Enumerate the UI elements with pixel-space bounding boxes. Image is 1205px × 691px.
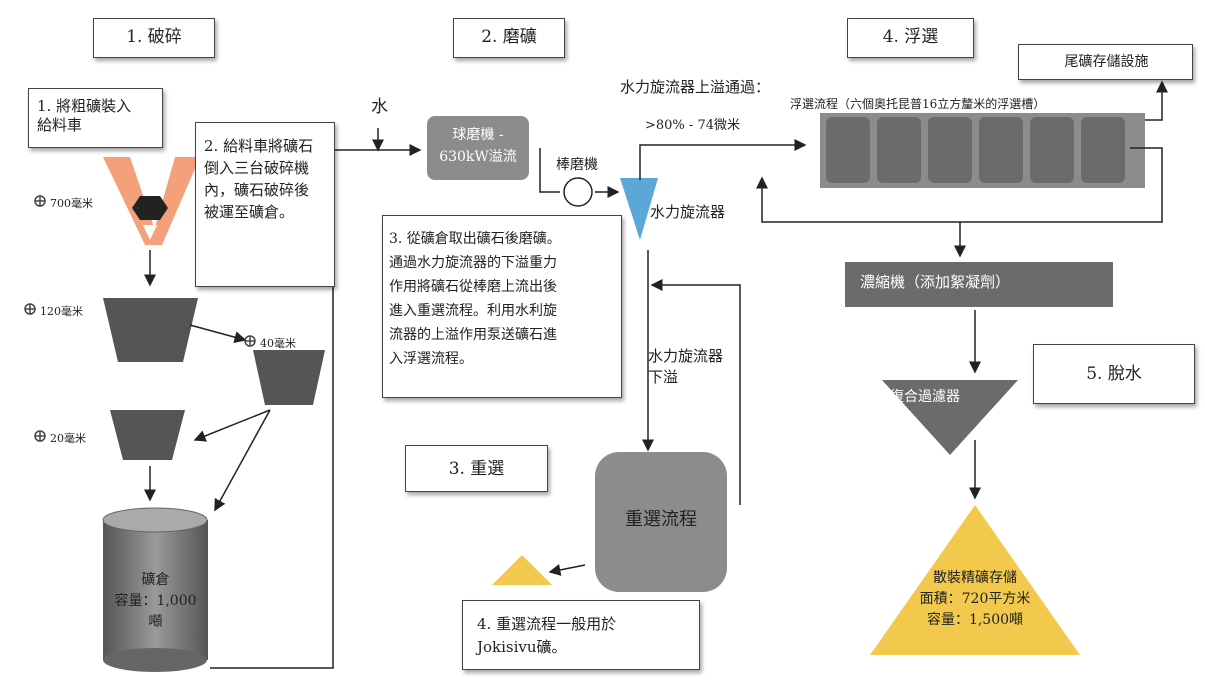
cone-crusher-2 [253, 350, 325, 405]
jaw-crusher [103, 157, 200, 245]
thickener-label: 濃縮機（添加絮凝劑） [860, 273, 1011, 291]
line-mill-rodmill [539, 148, 560, 193]
arrow-crusher3-silo [214, 409, 271, 512]
line-gravity-return [650, 279, 741, 505]
stage-flotation-box: 4. 浮選 [847, 18, 974, 58]
line-flotation-recycle [756, 147, 1163, 223]
stage-grinding-label: 2. 磨礦 [481, 27, 537, 47]
grinding-text: 3. 從礦倉取出礦石後磨礦。 通過水力旋流器的下溢重力 作用將礦石從棒磨上流出後… [389, 231, 561, 367]
overflow-pct-label: >80% - 74微米 [645, 118, 740, 133]
cone-crusher-1 [103, 298, 198, 362]
bulk-storage-pile [870, 505, 1080, 655]
feed-crusher-text: 2. 給料車將礦石 倒入三台破碎機 內，礦石破碎後 被運至礦倉。 [204, 137, 314, 221]
grinding-note: 3. 從礦倉取出礦石後磨礦。 通過水力旋流器的下溢重力 作用將礦石從棒磨上流出後… [382, 215, 622, 398]
stage-crushing-label: 1. 破碎 [126, 27, 182, 47]
filter-label: 復合過濾器 [890, 389, 960, 405]
line-overflow [639, 139, 807, 180]
filter-triangle [882, 380, 1018, 455]
tailings-label: 尾礦存儲設施 [1064, 54, 1149, 70]
stage-dewatering-label: 5. 脫水 [1086, 364, 1142, 384]
silo-cylinder [102, 507, 208, 672]
underflow-label: 水力旋流器 下溢 [648, 347, 724, 386]
overflow-pass-label: 水力旋流器上溢通過： [620, 78, 771, 96]
stage-flotation-label: 4. 浮選 [882, 27, 939, 47]
size-20-label: 20毫米 [50, 432, 86, 445]
thickener-bar [845, 262, 1113, 307]
hydrocyclone-icon [620, 178, 658, 240]
ball-mill [427, 116, 529, 180]
arrow-crusher3-crusher4 [193, 409, 271, 442]
bulk-storage-label: 散裝精礦存儲 面積：720平方米 容量：1,500噸 [919, 570, 1031, 628]
tailings-box: 尾礦存儲設施 [1018, 44, 1193, 80]
gravity-process-label: 重選流程 [625, 509, 697, 530]
size-symbols [24, 195, 256, 442]
stage-gravity-box: 3. 重選 [405, 445, 548, 492]
hydrocyclone-label: 水力旋流器 [650, 203, 726, 221]
gravity-jokisivu-note: 4. 重選流程一般用於 Jokisivu礦。 [462, 600, 700, 670]
cone-crusher-3 [110, 410, 185, 460]
ball-mill-label: 球磨機 - 630kW溢流 [439, 127, 517, 165]
line-to-tailings [1145, 80, 1168, 121]
size-40-label: 40毫米 [260, 337, 296, 350]
silo-label: 礦倉 容量：1,000 噸 [114, 572, 197, 630]
flotation-cells-label: 浮選流程（六個奧托昆普16立方釐米的浮選槽） [790, 97, 1046, 111]
water-label: 水 [371, 97, 388, 117]
load-truck-note: 1. 將粗礦裝入 給料車 [28, 88, 163, 148]
arrow-crusher2-crusher3 [189, 324, 247, 344]
gravity-process-box [595, 452, 727, 592]
stage-crushing-box: 1. 破碎 [93, 18, 215, 58]
rod-mill-icon [563, 177, 593, 207]
size-120-label: 120毫米 [40, 305, 83, 318]
stage-gravity-label: 3. 重選 [448, 459, 505, 479]
load-truck-text: 1. 將粗礦裝入 給料車 [37, 97, 132, 134]
size-700-label: 700毫米 [50, 197, 93, 210]
rod-mill-label: 棒磨機 [556, 157, 598, 173]
stage-dewatering-box: 5. 脫水 [1033, 344, 1195, 404]
stage-grinding-box: 2. 磨礦 [453, 18, 565, 58]
gravity-concentrate-pile [492, 555, 552, 585]
gravity-jokisivu-text: 4. 重選流程一般用於 Jokisivu礦。 [477, 615, 617, 656]
flotation-cells [820, 113, 1145, 188]
feed-crusher-note: 2. 給料車將礦石 倒入三台破碎機 內，礦石破碎後 被運至礦倉。 [195, 122, 335, 287]
